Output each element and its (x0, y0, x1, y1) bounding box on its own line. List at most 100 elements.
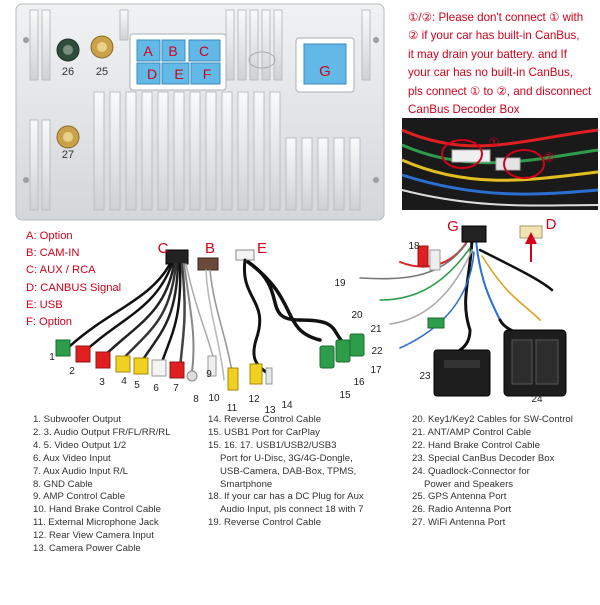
list-item: 11. External Microphone Jack (33, 517, 159, 529)
rca-plugs (55, 339, 217, 382)
note-line-4: your car has no built-in CanBus, (408, 66, 573, 80)
list-item: 20. Key1/Key2 Cables for SW-Control (412, 414, 573, 425)
circled-label-one: ① (488, 136, 500, 151)
radio-antenna-port (56, 38, 80, 62)
port-number-25: 25 (96, 66, 108, 78)
list-item: 19. Reverse Control Cable (208, 517, 322, 529)
list-item: 4. 5. Video Output 1/2 (33, 439, 127, 451)
cable-number-5: 5 (134, 380, 140, 391)
list-item: 18. If your car has a DC Plug for Aux (208, 491, 364, 503)
list-item: 15. USB1 Port for CarPlay (208, 426, 320, 438)
cable-number-22: 22 (371, 346, 383, 357)
chassis-logo (248, 51, 276, 69)
gps-antenna-port (90, 35, 114, 59)
cable-b-cam-in (197, 257, 239, 391)
connector-letter-f: F (203, 66, 212, 82)
list-item: 7. Aux Audio Input R/L (33, 465, 128, 477)
note-line-6: CanBus Decoder Box (408, 103, 520, 117)
cooling-fins-top (29, 9, 371, 81)
rca-plug-18 (417, 245, 441, 271)
list-item: 9. AMP Control Cable (33, 491, 126, 503)
list-item-continued: Audio Input, pls connect 18 with 7 (220, 504, 364, 516)
cable-number-14: 14 (281, 400, 293, 411)
cable-number-10: 10 (208, 393, 220, 404)
cable-number-19: 19 (334, 278, 346, 289)
connector-letter-g: G (319, 63, 331, 80)
list-item: 26. Radio Antenna Port (412, 504, 512, 516)
legend-item-b: B: CAM-IN (26, 247, 80, 260)
list-item: 10. Hand Brake Control Cable (33, 504, 161, 516)
list-item: 13. Camera Power Cable (33, 543, 141, 555)
cable-number-24: 24 (531, 394, 543, 405)
cable-number-23: 23 (419, 371, 431, 382)
list-item-continued: USB-Camera, DAB-Box, TPMS, (220, 465, 357, 477)
cable-number-16: 16 (353, 377, 365, 388)
antenna-plug-22 (427, 317, 445, 329)
port-number-27: 27 (62, 149, 74, 161)
list-item-continued: Smartphone (220, 478, 273, 490)
cable-number-17: 17 (370, 365, 382, 376)
note-line-3: it may drain your battery. and If (408, 47, 567, 61)
canbus-decoder-box (433, 349, 491, 397)
list-item: 25. GPS Antenna Port (412, 491, 507, 503)
head-unit-rear (15, 3, 385, 221)
main-connector-block (129, 33, 227, 91)
list-item: 12. Rear View Camera Input (33, 530, 154, 542)
quadlock-connector (503, 329, 567, 397)
cable-number-1: 1 (49, 352, 55, 363)
legend-item-a: A: Option (26, 230, 73, 242)
cable-number-13: 13 (264, 405, 276, 416)
connector-g-socket (295, 37, 355, 93)
cable-number-8: 8 (193, 394, 199, 405)
cable-number-21: 21 (370, 324, 382, 335)
connector-legend: A: Option B: CAM-IN C: AUX / RCA D: CANB… (26, 228, 166, 331)
note-line-2: ② if your car has built-in CanBus, (408, 29, 580, 43)
cable-number-11: 11 (227, 403, 238, 414)
cable-number-3: 3 (99, 377, 105, 388)
cable-list-column-2: 14. Reverse Control Cable 15. USB1 Port … (208, 414, 408, 530)
canbus-warning-note: ①/②: Please don't connect ① with ② if yo… (408, 9, 598, 119)
cable-number-20: 20 (351, 310, 363, 321)
port-number-26: 26 (62, 66, 74, 78)
connector-letter-a: A (143, 43, 153, 59)
cable-list-column-3: 20. Key1/Key2 Cables for SW-Control 21. … (412, 414, 598, 530)
list-item: 2. 3. Audio Output FR/FL/RR/RL (33, 426, 171, 438)
cable-number-2: 2 (69, 366, 75, 377)
note-line-5: pls connect ① to ②, and disconnect (408, 84, 592, 98)
canbus-inset-photo (401, 118, 599, 210)
list-item: 23. Special CanBus Decoder Box (412, 452, 555, 464)
cable-number-15: 15 (339, 390, 351, 401)
cable-number-4: 4 (121, 376, 127, 387)
list-item-continued: Port for U-Disc, 3G/4G-Dongle, (220, 452, 353, 464)
cooling-fins-bottom (29, 91, 361, 211)
mounting-holes (23, 37, 379, 183)
red-arrow-icon (525, 232, 537, 262)
list-item: 21. ANT/AMP Control Cable (412, 426, 532, 438)
cable-number-6: 6 (153, 383, 159, 394)
connector-letter-c: C (199, 43, 209, 59)
list-item: 22. Hand Brake Control Cable (412, 439, 540, 451)
canbus-harness (359, 238, 554, 352)
note-line-1: ①/②: Please don't connect ① with (408, 11, 584, 24)
circled-label-two: ② (543, 151, 555, 166)
cable-group-c-label: C (158, 240, 169, 257)
legend-item-c: C: AUX / RCA (26, 264, 96, 277)
list-item: 14. Reverse Control Cable (208, 414, 322, 425)
connector-g-plug (461, 225, 487, 243)
list-item: 1. Subwoofer Output (33, 414, 121, 425)
cable-e-usb (235, 249, 365, 385)
list-item: 8. GND Cable (33, 478, 93, 490)
cable-group-g-label: G (447, 218, 459, 235)
list-item: 27. WiFi Antenna Port (412, 517, 506, 529)
list-item: 15. 16. 17. USB1/USB2/USB3 (208, 439, 337, 451)
cable-group-d-label: D (546, 216, 557, 233)
wifi-antenna-port (56, 125, 80, 149)
list-item: 6. Aux Video Input (33, 452, 111, 464)
connector-letter-e: E (174, 66, 183, 82)
cable-number-12: 12 (248, 394, 260, 405)
list-item: 24. Quadlock-Connector for (412, 465, 530, 477)
cable-number-7: 7 (173, 383, 179, 394)
connector-letter-d: D (147, 66, 157, 82)
